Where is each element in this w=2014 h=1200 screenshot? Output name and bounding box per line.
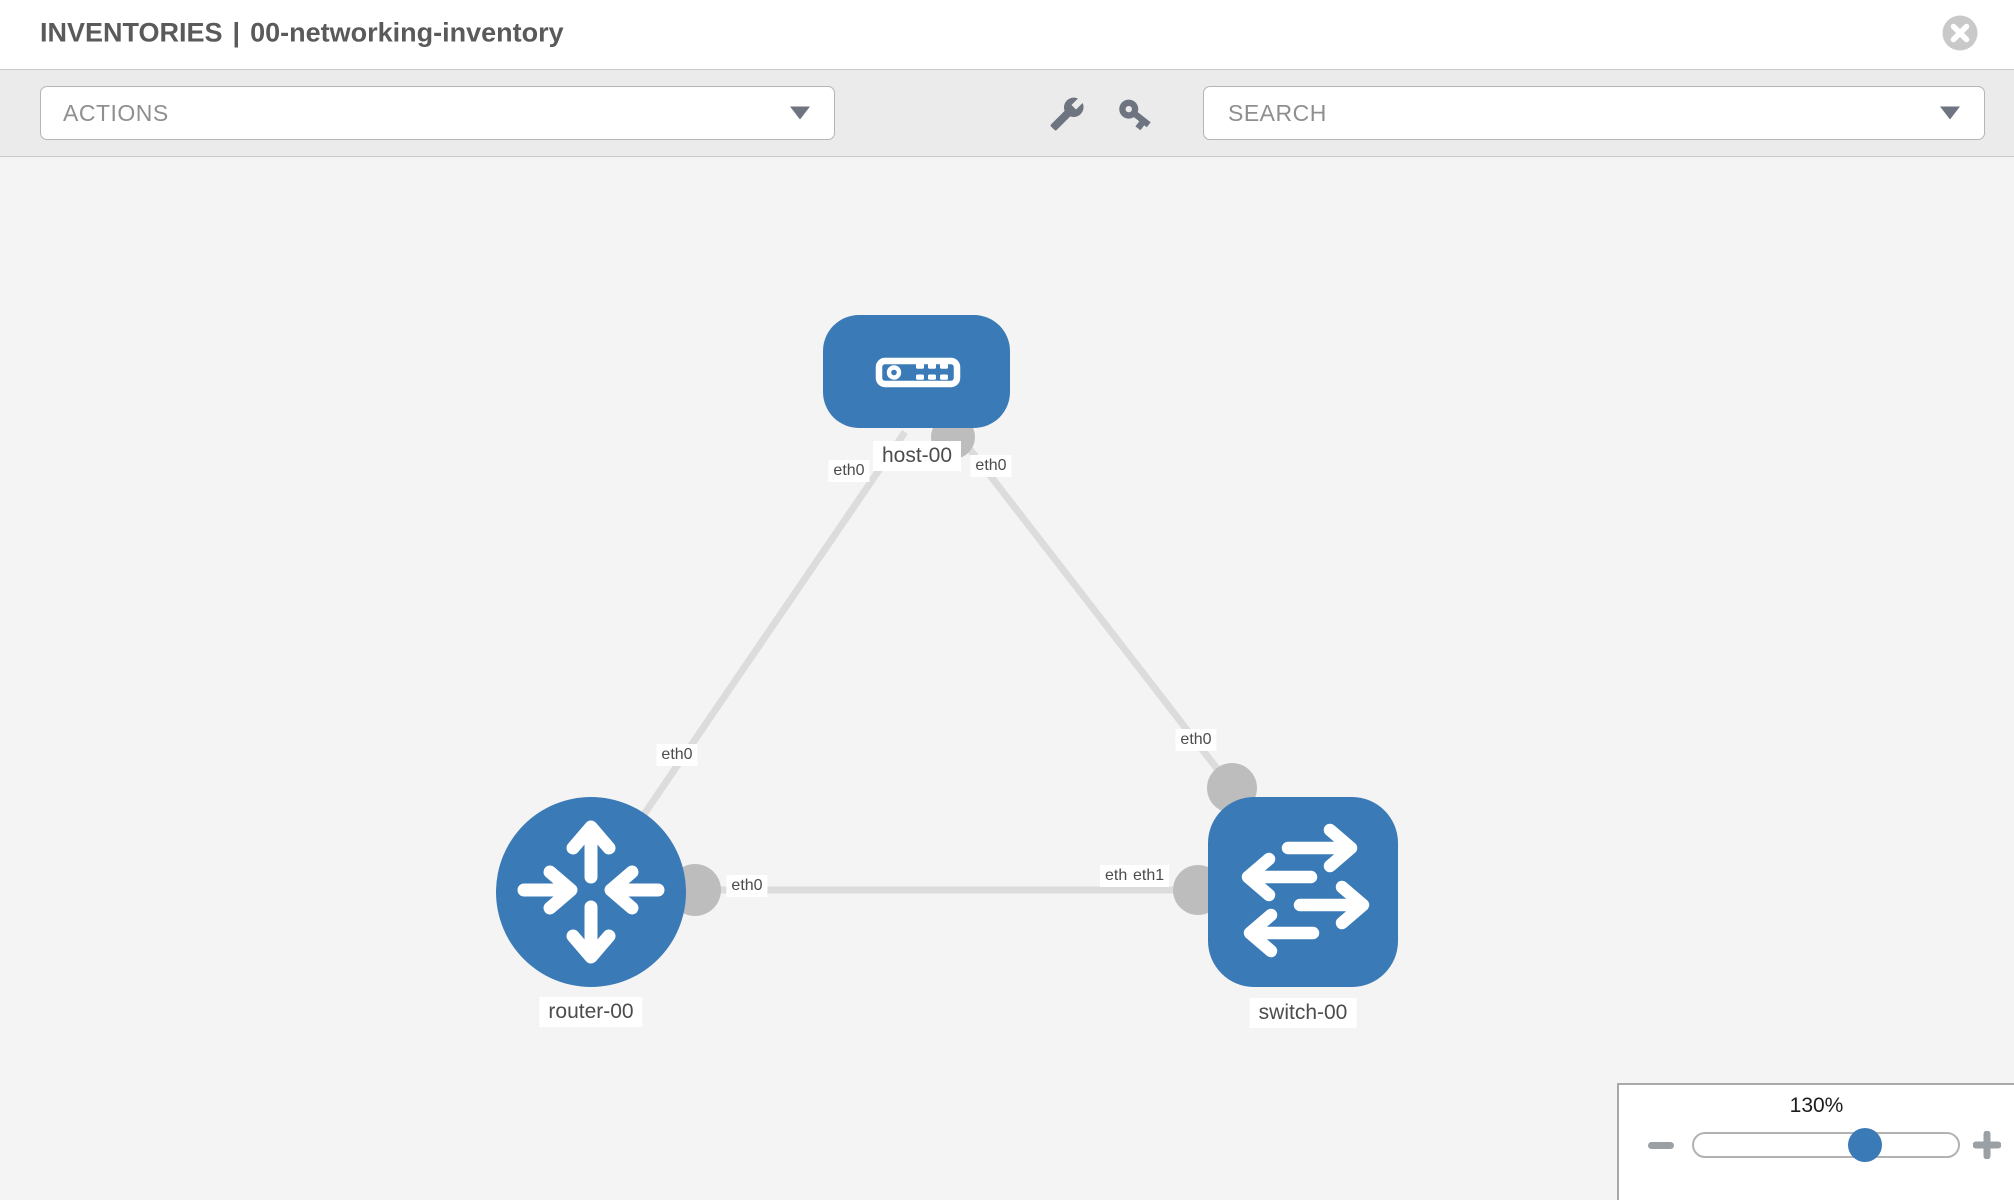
zoom-slider-thumb[interactable] — [1848, 1128, 1882, 1162]
title-separator: | — [232, 17, 241, 48]
close-button[interactable] — [1941, 14, 1979, 52]
host-icon — [875, 357, 961, 388]
interface-label-eth1-over: eth1 — [1128, 865, 1170, 887]
caret-down-icon — [790, 106, 810, 120]
search-dropdown[interactable] — [1203, 86, 1985, 140]
header: INVENTORIES | 00-networking-inventory — [0, 0, 2014, 69]
node-label-host: host-00 — [872, 441, 962, 471]
plus-icon — [1973, 1131, 2001, 1159]
node-router-00[interactable] — [496, 797, 686, 987]
topology-canvas[interactable]: host-00 router-00 switch-00 eth0 eth0 et… — [0, 157, 2014, 1200]
zoom-out-button[interactable] — [1639, 1127, 1683, 1163]
zoom-control-panel: 130% — [1617, 1083, 2014, 1200]
zoom-slider-track[interactable] — [1692, 1132, 1960, 1158]
router-icon — [517, 820, 665, 964]
interface-label-router-eth0-switch-link: eth0 — [726, 875, 768, 897]
page-title: INVENTORIES | 00-networking-inventory — [40, 18, 564, 49]
interface-label-host-eth0-right: eth0 — [970, 455, 1012, 477]
title-inventory-name: 00-networking-inventory — [250, 17, 564, 48]
interface-label-overlap-group: eth0 eth1 — [1100, 865, 1195, 892]
node-label-switch: switch-00 — [1249, 998, 1357, 1028]
switch-icon — [1241, 823, 1370, 958]
actions-dropdown[interactable]: ACTIONS — [40, 86, 835, 140]
minus-icon — [1648, 1141, 1674, 1149]
interface-label-host-eth0-left: eth0 — [828, 460, 870, 482]
caret-down-icon — [1940, 106, 1960, 120]
interface-label-switch-eth0-host-link: eth0 — [1175, 729, 1217, 751]
zoom-in-button[interactable] — [1965, 1127, 2009, 1163]
interface-label-router-eth0-host-link: eth0 — [656, 744, 698, 766]
credentials-button[interactable] — [1115, 94, 1155, 134]
search-input[interactable] — [1226, 87, 1984, 139]
key-icon — [1119, 99, 1151, 131]
configure-button[interactable] — [1047, 94, 1087, 134]
node-host-00[interactable] — [823, 315, 1010, 428]
node-label-router: router-00 — [539, 997, 643, 1027]
actions-dropdown-label: ACTIONS — [63, 99, 169, 126]
title-section: INVENTORIES — [40, 17, 223, 48]
toolbar: ACTIONS — [0, 69, 2014, 157]
node-switch-00[interactable] — [1208, 797, 1398, 987]
wrench-icon — [1050, 97, 1084, 131]
close-icon — [1942, 15, 1978, 51]
zoom-level-label: 130% — [1789, 1094, 1844, 1117]
